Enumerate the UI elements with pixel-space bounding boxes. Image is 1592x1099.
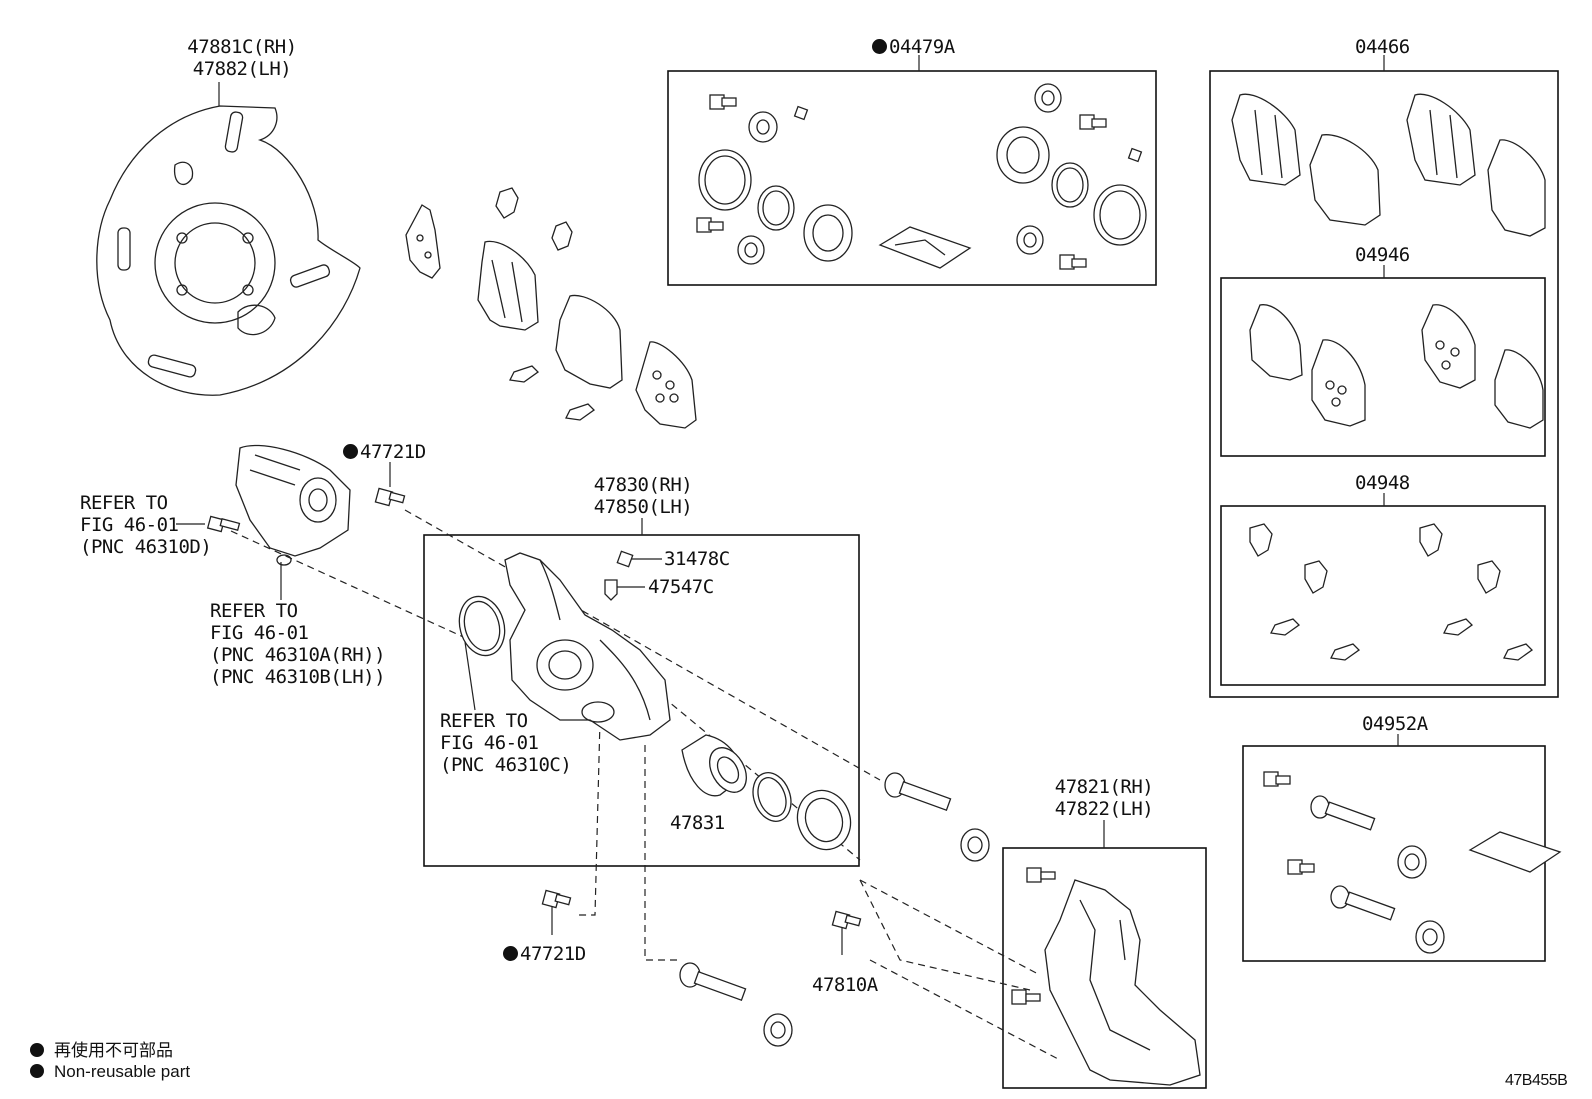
clip-kit-contents-icon: [1249, 523, 1534, 661]
caliper-mount-icon: [1044, 879, 1201, 1086]
label-shim-kit: 04946: [1355, 244, 1410, 266]
slide-pin-boot-icon: [763, 1013, 793, 1047]
label-refer-motor: REFER TO FIG 46-01 (PNC 46310A(RH)) (PNC…: [210, 600, 386, 688]
label-caliper: 47830(RH) 47850(LH): [593, 474, 693, 518]
legend-japanese: 再使用不可部品: [30, 1036, 173, 1061]
slide-kit-contents-icon: [1263, 771, 1562, 954]
label-slide-kit: 04952A: [1362, 713, 1428, 735]
label-seal-kit-text: 04479A: [889, 36, 955, 58]
diagram-code: 47B455B: [1505, 1072, 1568, 1089]
bolt-icon: [1026, 867, 1056, 883]
legend-line2: Non-reusable part: [54, 1062, 191, 1081]
label-bleeder-cap: 31478C: [664, 548, 730, 570]
legend-line1: 再使用不可部品: [54, 1041, 173, 1060]
pad-kit-contents-icon: [1231, 93, 1546, 237]
brake-pad-set-icon: [405, 187, 697, 429]
label-bolt-top: 47721D: [343, 441, 426, 463]
label-clip-kit: 04948: [1355, 472, 1410, 494]
non-reusable-dot-icon: [30, 1064, 44, 1078]
bolt-icon: [831, 910, 862, 930]
bolt-icon: [374, 487, 406, 507]
label-bleeder-plug: 47547C: [648, 576, 714, 598]
slide-pin-icon: [884, 772, 952, 812]
label-refer-left: REFER TO FIG 46-01 (PNC 46310D): [80, 492, 212, 558]
shim-kit-box: [1220, 277, 1546, 457]
non-reusable-dot-icon: [30, 1043, 44, 1057]
label-bolt-bottom: 47721D: [503, 943, 586, 965]
piston-seal-icon: [752, 772, 792, 822]
label-bolt-top-text: 47721D: [360, 441, 426, 463]
label-mount-bolt: 47810A: [812, 974, 878, 996]
seal-kit-box: [667, 70, 1157, 286]
dust-shield-icon: [96, 105, 361, 396]
label-seal-kit: 04479A: [872, 36, 955, 58]
label-refer-caliper: REFER TO FIG 46-01 (PNC 46310C): [440, 710, 572, 776]
piston-boot-icon: [796, 789, 852, 851]
shim-kit-contents-icon: [1249, 304, 1544, 429]
label-mount: 47821(RH) 47822(LH): [1054, 776, 1154, 820]
bleeder-cap-icon: [616, 550, 634, 568]
label-piston: 47831: [670, 812, 725, 834]
label-bolt-bottom-text: 47721D: [520, 943, 586, 965]
bolt-icon: [206, 515, 241, 533]
bleeder-plug-icon: [604, 579, 618, 601]
non-reusable-dot-icon: [872, 39, 887, 54]
clip-kit-box: [1220, 505, 1546, 686]
piston-icon: [681, 734, 747, 797]
caliper-body-icon: [504, 552, 671, 741]
legend-english: Non-reusable part: [30, 1062, 190, 1082]
label-dust-shield: 47881C(RH) 47882(LH): [187, 36, 297, 80]
seal-kit-contents-icon: [696, 83, 1147, 270]
parking-brake-motor-icon: [235, 444, 351, 566]
slide-pin-icon: [679, 962, 747, 1002]
bolt-icon: [1011, 989, 1041, 1005]
non-reusable-dot-icon: [503, 946, 518, 961]
slide-pin-boot-icon: [960, 828, 990, 862]
bolt-icon: [541, 889, 572, 909]
non-reusable-dot-icon: [343, 444, 358, 459]
label-pad-kit: 04466: [1355, 36, 1410, 58]
